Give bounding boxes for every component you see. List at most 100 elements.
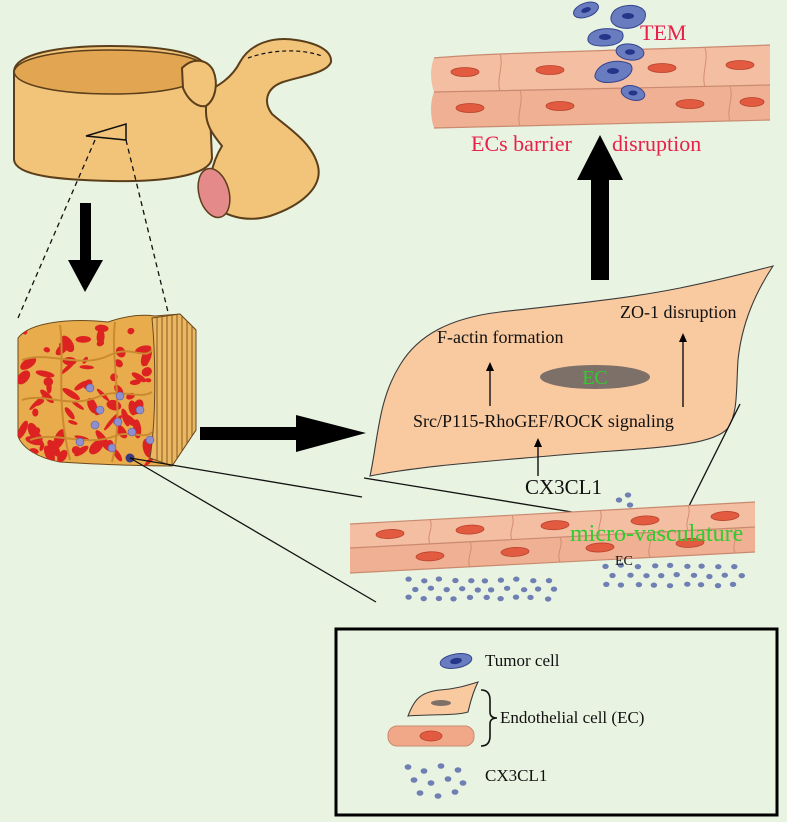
cx3cl1-dot (698, 563, 705, 569)
tumor-cell (615, 43, 645, 61)
marrow-blob (43, 377, 54, 387)
marrow-blob (96, 329, 105, 345)
migrating-tumor-cells (573, 1, 646, 101)
cx3cl1-dot (487, 587, 495, 593)
marrow-blob (87, 397, 98, 414)
cx3cl1-dot (658, 573, 665, 579)
zoom-guide-right (125, 139, 169, 313)
pedicle (181, 59, 217, 108)
marrow-blob (53, 429, 66, 449)
marrow-blob (129, 379, 141, 386)
cx3cl1-dot (634, 564, 642, 570)
legend: Tumor cell Endothelial cell (EC) CX3CL1 (334, 627, 779, 817)
cx3cl1-dot (706, 573, 713, 580)
marrow-blob (103, 414, 118, 431)
marrow-blob (61, 335, 75, 353)
micro-vasculature: micro-vasculature EC (349, 492, 756, 602)
zoom-line-upper (129, 457, 363, 498)
marrow-blob (20, 357, 37, 370)
marrow-blob (75, 335, 91, 343)
cx3cl1-dot (603, 581, 610, 588)
cx3cl1-dot (690, 572, 698, 578)
cx3cl1-icon (404, 763, 467, 799)
cx3cl1-dot (405, 576, 412, 582)
spinous-process-tip (197, 167, 231, 219)
marrow-blob (18, 420, 28, 439)
cx3cl1-dot (520, 587, 528, 593)
marrow-blob (114, 359, 123, 368)
cx3cl1-dot (738, 573, 745, 579)
marrow-blob (131, 372, 147, 383)
marrow-blob (145, 378, 152, 383)
zoom-line-lower (129, 457, 377, 603)
cx3cl1-dot (673, 572, 680, 578)
marrow-blob (35, 370, 55, 378)
marrow-blob (62, 387, 80, 401)
cx3cl1-dot (684, 563, 691, 569)
marrow-blob (64, 407, 75, 420)
marrow-blob (29, 396, 44, 410)
marrow-blob (79, 365, 94, 370)
cx3cl1-dot (666, 562, 674, 569)
cx3cl1-dot (635, 582, 643, 588)
cx3cl1-dot (513, 576, 520, 582)
cx3cl1-dot (481, 578, 489, 584)
vessel-cx3cl1-dots (405, 492, 745, 602)
cell-zoom-line-right (685, 403, 741, 513)
vessel-wall-top (349, 501, 756, 525)
cx3cl1-dot (721, 572, 728, 578)
cx3cl1-dot (534, 586, 542, 592)
cx3cl1-dot (443, 587, 450, 593)
endothelial-cell: F-actin formation ZO-1 disruption EC Src… (369, 265, 775, 477)
signaling-label: Src/P115-RhoGEF/ROCK signaling (413, 411, 674, 431)
down-arrow (68, 203, 103, 292)
endothelial-cell-icon (407, 681, 480, 717)
cx3cl1-dot (452, 577, 459, 584)
tumor-cell-transmigrating (594, 60, 633, 83)
cx3cl1-dot (544, 596, 552, 602)
vessel-lower-layer (350, 527, 755, 573)
cx3cl1-dot (512, 594, 520, 600)
marrow-blob (127, 327, 135, 335)
cx3cl1-dot (617, 562, 624, 568)
cx3cl1-dot (643, 573, 650, 579)
top-vessel-nuclei (450, 60, 765, 113)
cx3cl1-dot (615, 497, 623, 503)
right-arrow (200, 415, 366, 452)
cx3cl1-dot (609, 572, 616, 579)
marrow-blob (43, 347, 51, 353)
legend-endothelial-cell-label: Endothelial cell (EC) (500, 708, 644, 727)
vessel-cell-boundaries (428, 505, 737, 568)
arrow-cx3cl1-to-signaling (534, 438, 542, 476)
cx3cl1-dot (474, 587, 481, 593)
tem-label: TEM (640, 20, 686, 45)
bone-tissue-section (17, 313, 197, 467)
cx3cl1-dot (466, 594, 474, 601)
legend-brace (480, 689, 498, 747)
cx3cl1-dot (530, 578, 537, 584)
vessel-ec-label: EC (615, 554, 633, 569)
cx3cl1-dot (427, 585, 435, 591)
marrow-blob (94, 324, 109, 333)
cx3cl1-dot (545, 578, 553, 584)
cx3cl1-dot (729, 581, 737, 588)
marrow-blob (121, 413, 138, 427)
tumor-cell (587, 28, 624, 47)
top-vessel-wall-top (433, 44, 771, 59)
marrow-blob (68, 420, 78, 425)
cx3cl1-dot (421, 578, 428, 584)
up-arrow-large (577, 135, 623, 280)
legend-tumor-cell-label: Tumor cell (485, 651, 560, 670)
ec-nucleus-label: EC (582, 367, 608, 389)
cx3cl1-dot (627, 572, 634, 578)
tumor-cell-icon (439, 653, 473, 669)
vessel-nuclei (375, 511, 740, 562)
cx3cl1-dot (468, 578, 475, 584)
barrier-label-left: ECs barrier (471, 131, 572, 156)
cx3cl1-dot (459, 586, 466, 592)
cx3cl1-dot (435, 595, 443, 602)
transverse-process-ridge (247, 50, 323, 59)
cx3cl1-dot (503, 585, 511, 591)
cx3cl1-dot (697, 582, 705, 588)
